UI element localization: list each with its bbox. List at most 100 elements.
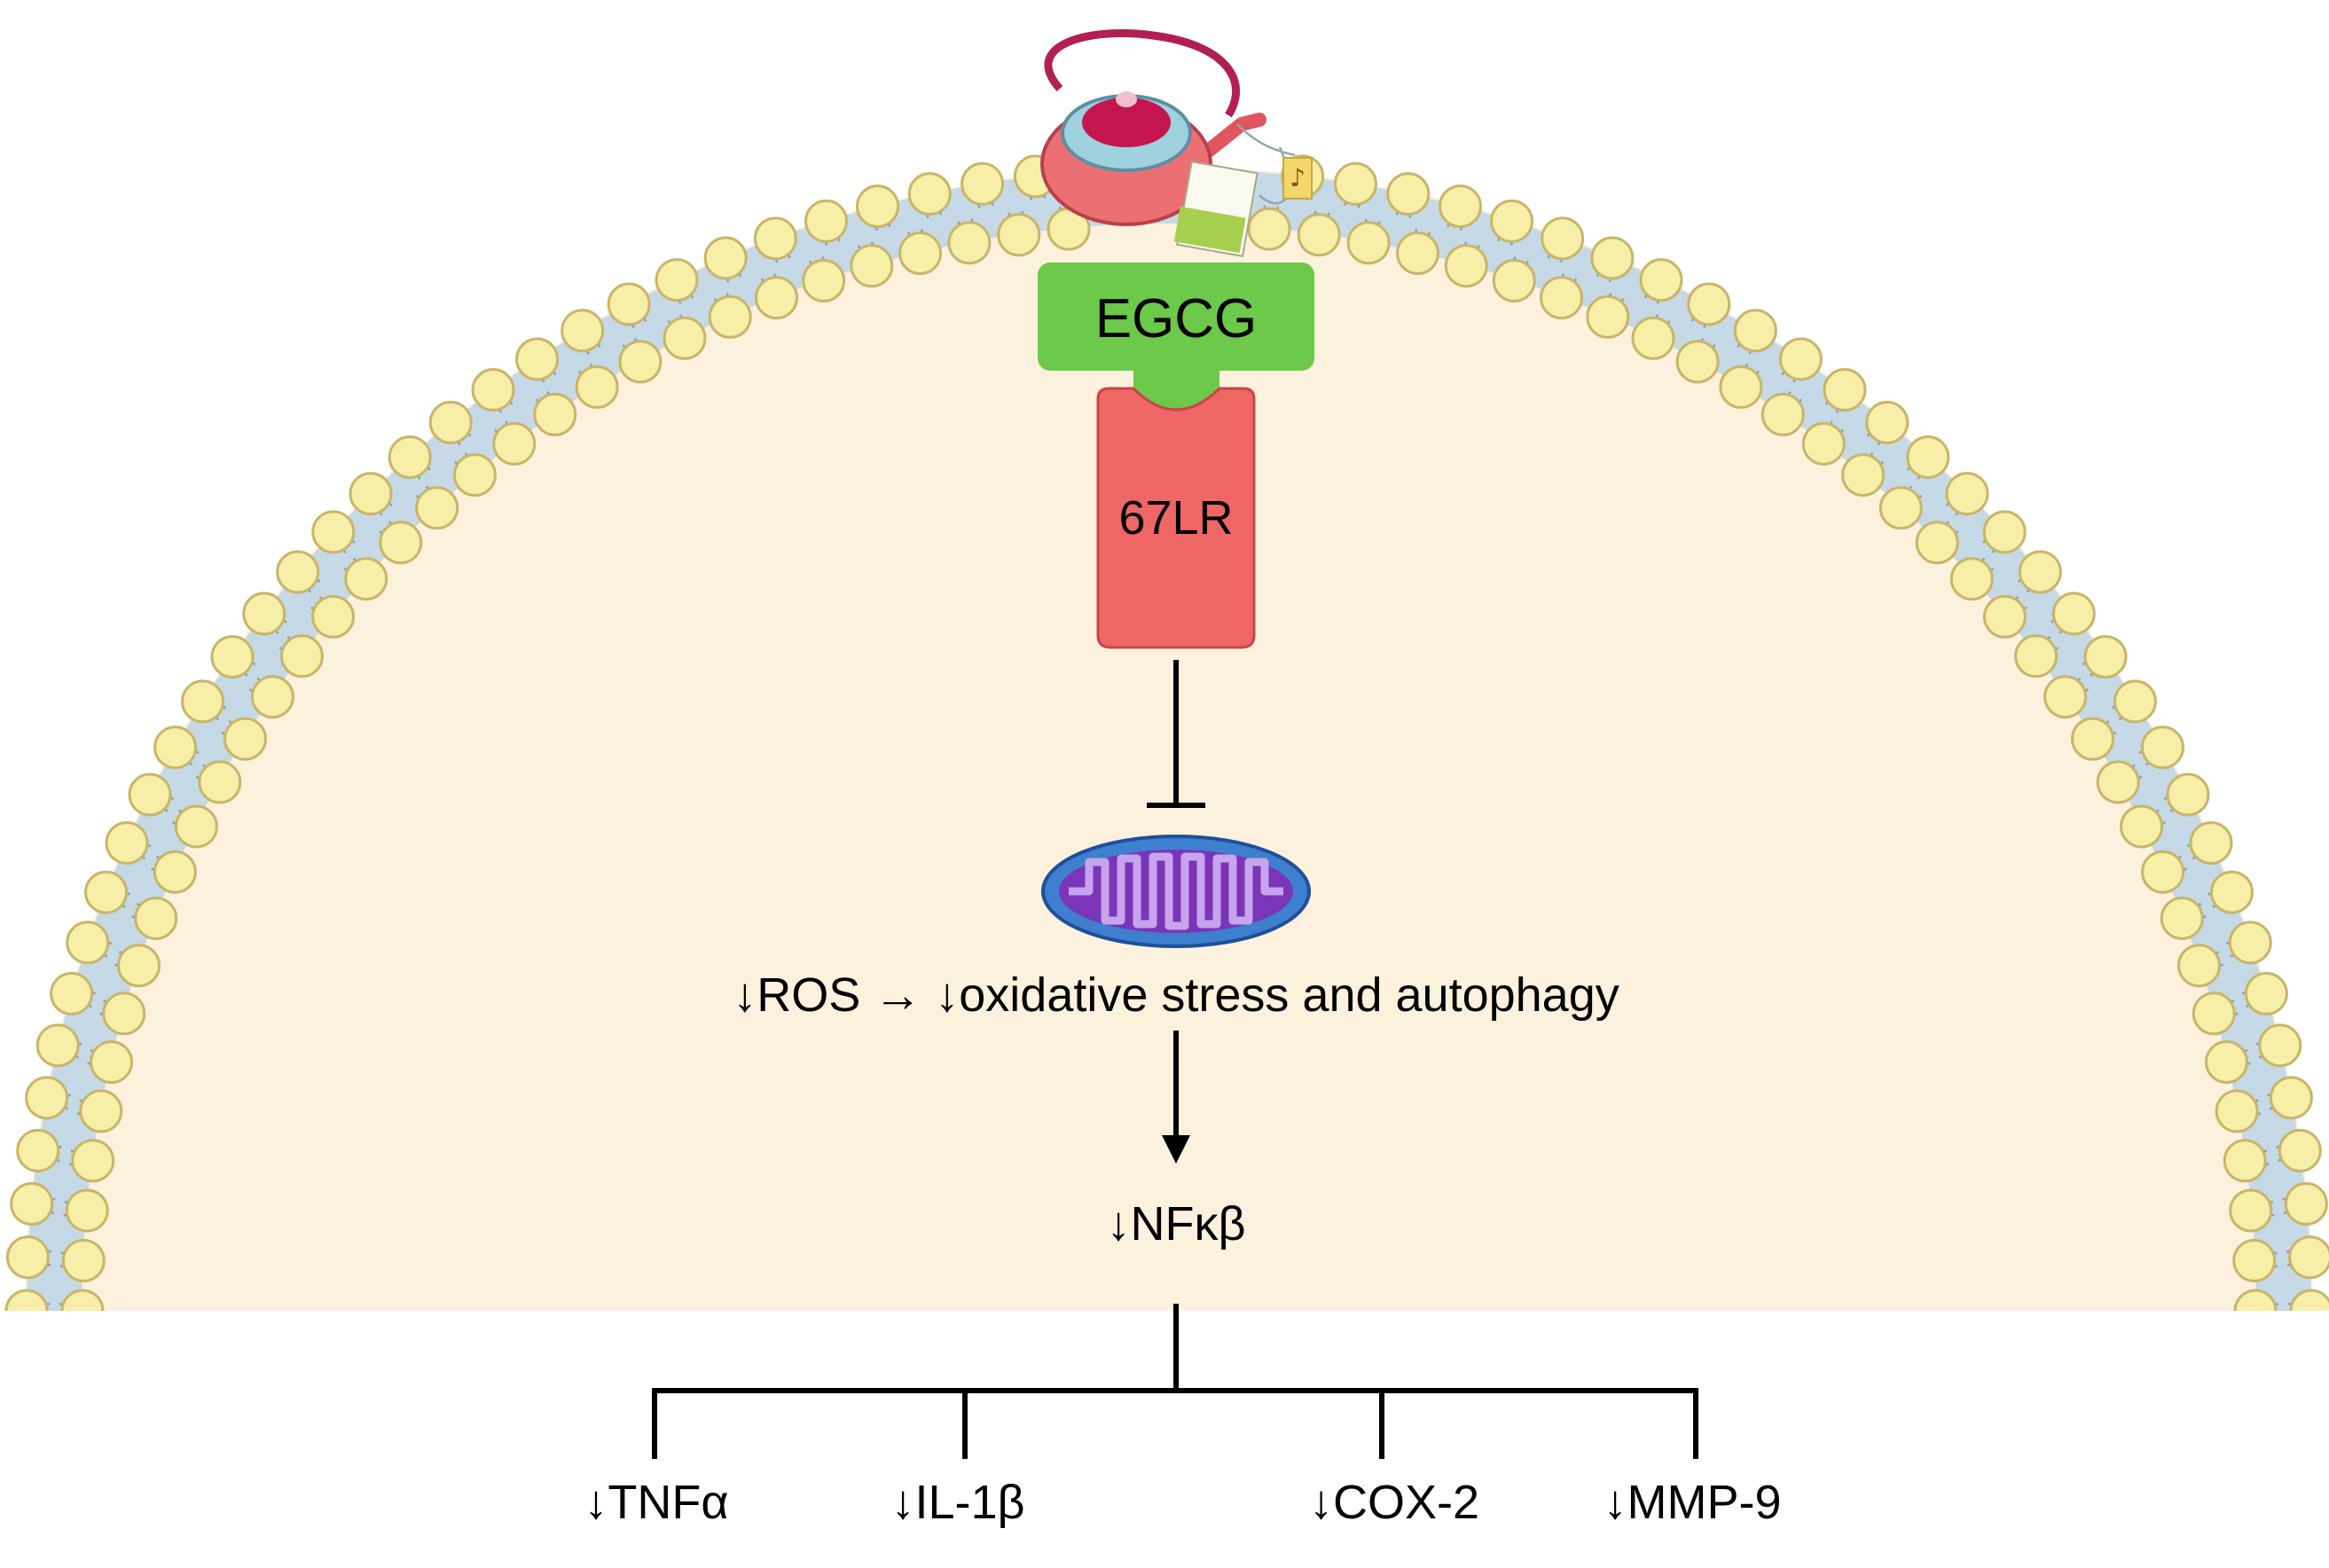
lipid-head <box>388 435 432 479</box>
lipid-head <box>753 216 797 261</box>
lipid-head <box>2120 804 2164 849</box>
lipid-head <box>90 1040 134 1085</box>
lipid-head <box>2228 921 2272 965</box>
lipid-head <box>1297 213 1341 257</box>
lipid-head <box>850 244 894 288</box>
membrane-clip <box>0 1311 2329 1568</box>
lipid-head <box>898 231 943 276</box>
lipid-head <box>1801 421 1846 466</box>
lipid-head <box>997 213 1041 257</box>
lipid-head <box>2113 679 2157 724</box>
output-cox2-label: ↓COX-2 <box>1309 1476 1479 1529</box>
lipid-head <box>703 236 748 280</box>
lipid-head <box>102 992 146 1036</box>
nfkb-label: ↓NFκβ <box>1106 1197 1245 1250</box>
lipid-head <box>2288 1235 2329 1280</box>
lipid-head <box>2209 870 2254 914</box>
lipid-head <box>16 1128 60 1172</box>
lipid-head <box>5 1235 50 1280</box>
lipid-head <box>35 1023 80 1068</box>
lipid-head <box>2269 1076 2313 1120</box>
lipid-head <box>2083 635 2128 679</box>
lipid-head <box>10 1181 54 1226</box>
lipid-head <box>471 368 515 412</box>
lipid-head <box>961 161 1005 206</box>
mito-effect-label: ↓ROS → ↓oxidative stress and autophagy <box>733 968 1619 1022</box>
lipid-head <box>2244 971 2288 1015</box>
lipid-head <box>1590 236 1635 280</box>
lipid-head <box>1687 282 1731 326</box>
lipid-head <box>1540 276 1584 320</box>
lipid-head <box>1733 309 1777 353</box>
lipid-head <box>1865 400 1909 444</box>
lipid-head <box>134 896 178 940</box>
lipid-head <box>223 717 267 761</box>
lipid-head <box>153 725 198 770</box>
lipid-head <box>1490 199 1534 243</box>
lipid-head <box>2141 850 2185 894</box>
lipid-head <box>1247 207 1291 251</box>
lipid-head <box>128 772 172 817</box>
lipid-head <box>1982 510 2027 554</box>
lipid-head <box>153 850 197 894</box>
lipid-head <box>1841 453 1886 498</box>
lipid-head <box>607 282 651 326</box>
lipid-head <box>50 971 94 1015</box>
lipid-head <box>311 510 356 554</box>
lipid-head <box>1492 259 1536 303</box>
lipid-head <box>1878 486 1923 530</box>
lipid-head <box>655 258 699 302</box>
lipid-head <box>84 870 129 914</box>
lipid-head <box>2018 550 2062 594</box>
lipid-head <box>415 486 459 530</box>
67lr-label: 67LR <box>1118 491 1233 545</box>
lipid-head <box>533 392 577 436</box>
lipid-head <box>311 594 356 639</box>
lipid-head <box>561 309 605 353</box>
lipid-head <box>210 635 255 679</box>
lipid-head <box>379 521 423 565</box>
lipid-head <box>907 172 952 216</box>
lipid-head <box>250 675 294 719</box>
output-labels: ↓TNFα ↓IL-1β ↓COX-2 ↓MMP-9 <box>584 1476 1781 1529</box>
lipid-head <box>2176 944 2221 988</box>
lipid-head <box>2043 675 2088 719</box>
lipid-head <box>25 1076 69 1120</box>
lipid-head <box>117 944 161 988</box>
egcg-ligand: EGCG <box>1038 263 1314 411</box>
lipid-head <box>2229 1188 2273 1233</box>
lipid-head <box>1778 337 1823 381</box>
lipid-head <box>1541 216 1585 261</box>
lipid-head <box>492 421 537 466</box>
lipid-head <box>349 472 393 516</box>
lipid-head <box>947 221 992 265</box>
lipid-head <box>66 921 110 965</box>
67lr-receptor: 67LR <box>1096 387 1256 649</box>
lipid-head <box>2204 1040 2248 1085</box>
mitochondrion-icon <box>1041 835 1311 948</box>
lipid-head <box>1949 557 1994 601</box>
lipid-head <box>1395 231 1439 276</box>
lipid-head <box>1675 340 1720 384</box>
lipid-head <box>1386 172 1431 216</box>
lipid-head <box>1639 258 1683 302</box>
lipid-head <box>856 184 900 229</box>
lipid-head <box>2166 772 2210 817</box>
lipid-head <box>1631 316 1675 360</box>
lipid-head <box>344 557 388 601</box>
lipid-head <box>2140 725 2184 770</box>
lipid-head <box>802 259 846 303</box>
lipid-head <box>2223 1139 2267 1183</box>
lipid-head <box>279 634 324 678</box>
lipid-head <box>452 453 497 498</box>
lipid-head <box>663 316 707 360</box>
output-tnfa-label: ↓TNFα <box>584 1476 728 1529</box>
lipid-head <box>515 337 560 381</box>
lipid-head <box>618 340 663 384</box>
lipid-head <box>1719 365 1763 409</box>
egcg-label: EGCG <box>1095 288 1258 349</box>
lipid-head <box>2189 820 2233 865</box>
lipid-head <box>1945 472 1989 516</box>
lipid-head <box>2096 760 2140 804</box>
